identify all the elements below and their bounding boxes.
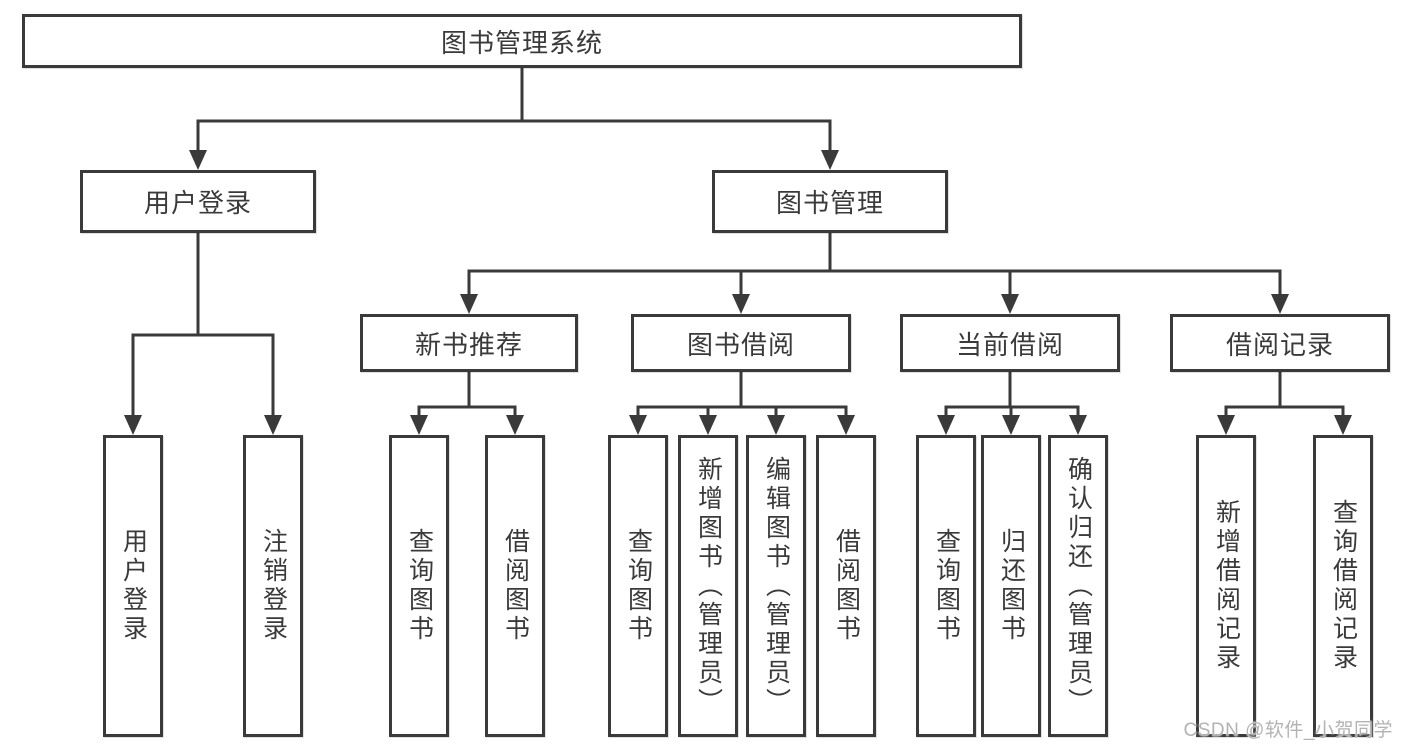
leaf-label: 用户登录 bbox=[119, 528, 148, 644]
leaf-label: 确认归还（管理员） bbox=[1064, 455, 1093, 717]
leaf-current-search-books: 查询图书 bbox=[916, 435, 976, 737]
leaf-new-books-borrow: 借阅图书 bbox=[485, 435, 545, 737]
node-book-management: 图书管理 bbox=[712, 170, 948, 233]
leaf-new-books-search: 查询图书 bbox=[389, 435, 449, 737]
leaf-label: 新增借阅记录 bbox=[1212, 499, 1241, 673]
node-book-borrowing: 图书借阅 bbox=[631, 314, 851, 372]
node-user-login: 用户登录 bbox=[80, 170, 316, 233]
node-label: 图书管理 bbox=[775, 188, 884, 218]
leaf-current-confirm-return-admin: 确认归还（管理员） bbox=[1048, 435, 1108, 737]
leaf-label: 借阅图书 bbox=[501, 528, 530, 644]
node-current-borrowing: 当前借阅 bbox=[900, 314, 1120, 372]
leaf-records-add-record: 新增借阅记录 bbox=[1196, 435, 1256, 737]
leaf-borrow-edit-books-admin: 编辑图书（管理员） bbox=[746, 435, 806, 737]
leaf-label: 查询图书 bbox=[624, 528, 653, 644]
arrowheads bbox=[124, 150, 1352, 435]
node-label: 用户登录 bbox=[143, 188, 252, 218]
leaf-user-login: 用户登录 bbox=[103, 435, 163, 737]
leaf-label: 归还图书 bbox=[997, 528, 1026, 644]
leaf-borrow-search-books: 查询图书 bbox=[608, 435, 668, 737]
leaf-records-search-record: 查询借阅记录 bbox=[1313, 435, 1373, 737]
leaf-borrow-add-books-admin: 新增图书（管理员） bbox=[678, 435, 738, 737]
node-borrowing-records: 借阅记录 bbox=[1170, 314, 1390, 372]
leaf-label: 编辑图书（管理员） bbox=[762, 455, 791, 717]
leaf-label: 查询借阅记录 bbox=[1329, 499, 1358, 673]
leaf-label: 注销登录 bbox=[259, 528, 288, 644]
node-label: 新书推荐 bbox=[414, 329, 523, 360]
node-label: 当前借阅 bbox=[955, 329, 1064, 360]
leaf-borrow-borrow-books: 借阅图书 bbox=[816, 435, 876, 737]
node-new-book-recommendation: 新书推荐 bbox=[360, 314, 578, 372]
node-library-management-system: 图书管理系统 bbox=[22, 14, 1022, 68]
leaf-current-return-books: 归还图书 bbox=[981, 435, 1041, 737]
node-label: 借阅记录 bbox=[1225, 329, 1334, 360]
node-label: 图书借阅 bbox=[686, 329, 795, 360]
leaf-label: 查询图书 bbox=[932, 528, 961, 644]
node-label: 图书管理系统 bbox=[440, 27, 603, 58]
leaf-label: 查询图书 bbox=[405, 528, 434, 644]
leaf-logout: 注销登录 bbox=[243, 435, 303, 737]
csdn-watermark: CSDN @软件_小贺同学 bbox=[1183, 720, 1393, 741]
leaf-label: 借阅图书 bbox=[832, 528, 861, 644]
leaf-label: 新增图书（管理员） bbox=[694, 455, 723, 717]
